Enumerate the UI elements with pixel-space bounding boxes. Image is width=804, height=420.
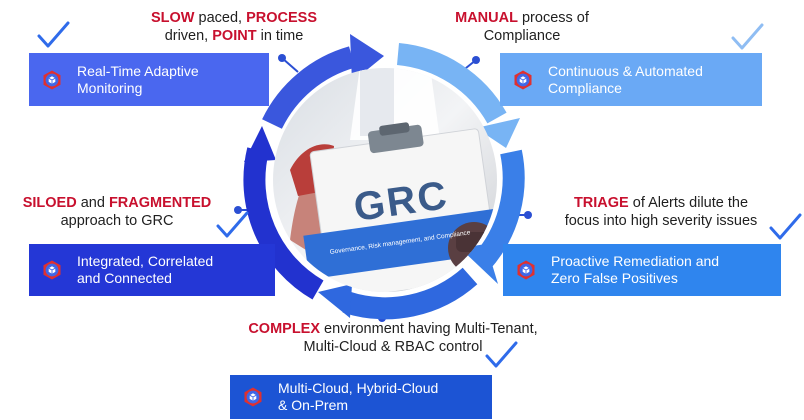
problem-line: focus into high severity issues <box>531 212 791 230</box>
problem-line: COMPLEX environment having Multi-Tenant, <box>200 320 586 338</box>
problem-text: driven, <box>164 28 213 44</box>
problem-keyword: COMPLEX <box>248 321 321 337</box>
problem-line: driven, POINT in time <box>134 27 334 45</box>
problem-keyword: SLOW <box>150 10 195 26</box>
solution-line: Proactive Remediation and <box>551 253 720 269</box>
problem-keyword: PROCESS <box>246 10 317 26</box>
checkmark-icon <box>769 213 802 240</box>
solution-line: Compliance <box>548 79 622 96</box>
dot-top-left <box>278 54 286 62</box>
problem-text: in time <box>256 28 304 44</box>
problem-text: Compliance <box>483 28 561 44</box>
arrowhead-right <box>460 244 498 284</box>
solution-multi-cloud: Multi-Cloud, Hybrid-Cloud& On-Prem <box>230 375 492 419</box>
problem-text: environment having Multi-Tenant, <box>320 321 538 337</box>
cube-badge-icon <box>517 260 535 280</box>
dot-mid-right <box>524 211 532 219</box>
cube-badge-icon <box>43 70 61 89</box>
problem-line: SILOED and FRAGMENTED <box>2 194 232 212</box>
problem-keyword: FRAGMENTED <box>108 195 212 211</box>
cycle-arrow-top-right <box>396 43 507 124</box>
problem-keyword: TRIAGE <box>573 195 629 211</box>
problem-line: Multi-Cloud & RBAC control <box>200 338 586 356</box>
problem-line: approach to GRC <box>2 212 232 230</box>
checkmark-icon <box>731 23 764 50</box>
arrowhead-bottom <box>318 284 352 318</box>
problem-text: Multi-Cloud & RBAC control <box>303 339 483 355</box>
cycle-arrow-right <box>472 149 525 271</box>
checkmark-icon <box>485 341 518 368</box>
cube-badge-icon <box>514 70 532 89</box>
problem-text: paced, <box>194 10 247 26</box>
cycle-arrows <box>243 34 525 320</box>
solution-line: & On-Prem <box>278 397 349 413</box>
problem-text: and <box>76 195 109 211</box>
grc-clipboard-photo <box>273 68 497 292</box>
solution-line: Zero False Positives <box>551 270 678 286</box>
dot-mid-left <box>234 206 242 214</box>
cycle-arrow-top-left <box>262 46 356 130</box>
problem-keyword: SILOED <box>22 195 77 211</box>
solution-line: Monitoring <box>77 79 143 96</box>
checkmark-icon <box>216 211 249 238</box>
solution-line: Integrated, Correlated <box>77 253 214 269</box>
cube-badge-icon <box>43 260 61 280</box>
problem-line: SLOW paced, PROCESS <box>134 9 334 27</box>
dot-top-right <box>472 56 480 64</box>
problem-keyword: POINT <box>212 28 257 44</box>
problem-line: MANUAL process of <box>432 9 612 27</box>
problem-complex-environment: COMPLEX environment having Multi-Tenant,… <box>200 320 586 356</box>
solution-line: and Connected <box>77 270 172 286</box>
arrowhead-left <box>244 126 276 162</box>
solution-label: Multi-Cloud, Hybrid-Cloud& On-Prem <box>278 380 438 414</box>
cycle-arrow-bottom <box>342 267 478 320</box>
cycle-arrow-left <box>243 147 324 300</box>
checkmark-icon <box>37 21 70 48</box>
problem-text: of Alerts dilute the <box>628 195 749 211</box>
cube-badge-icon <box>244 387 262 407</box>
problem-line: Compliance <box>432 27 612 45</box>
solution-line: Continuous & Automated <box>548 62 703 79</box>
solution-line: Multi-Cloud, Hybrid-Cloud <box>278 380 439 396</box>
problem-keyword: MANUAL <box>455 10 518 26</box>
problem-text: focus into high severity issues <box>564 213 758 229</box>
arrowhead-top-left <box>350 34 384 82</box>
problem-line: TRIAGE of Alerts dilute the <box>531 194 791 212</box>
problem-text: approach to GRC <box>60 213 174 229</box>
solution-line: Real-Time Adaptive <box>77 62 199 79</box>
problem-text: process of <box>517 10 589 26</box>
arrowhead-top-right <box>476 118 520 148</box>
